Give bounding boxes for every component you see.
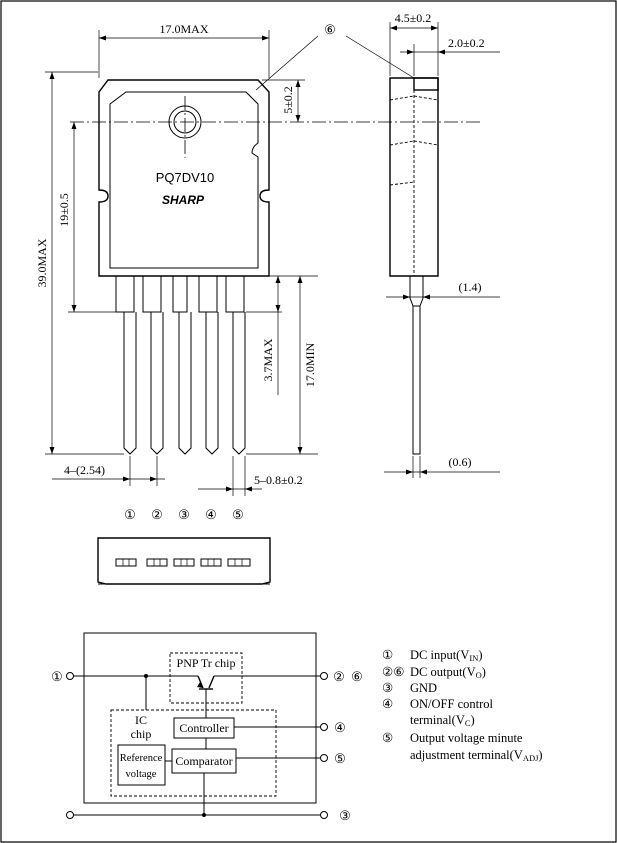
pin-legend: ① DC input(VIN) ②⑥ DC output(VO) ③ GND ④ ON/OFF…: [382, 648, 543, 763]
reference-label-1: Reference: [120, 753, 163, 764]
ic-label-2: chip: [131, 727, 152, 741]
side-dimensions: 4.5±0.2 2.0±0.2 (1.4) (0.6): [384, 11, 500, 478]
mounting-hole-inner: [173, 110, 197, 134]
outer-package-box: [83, 632, 317, 804]
ic-chip-box: [110, 709, 277, 797]
part-number-label: PQ7DV10: [156, 170, 215, 185]
legend-text-5: Output voltage minute: [410, 731, 523, 745]
dim-lead-width: 5–0.8±0.2: [254, 473, 303, 487]
legend-text-1: DC output(VO): [410, 665, 486, 680]
lead-2-shoulder: [142, 275, 162, 313]
legend-text-0: DC input(VIN): [410, 648, 483, 663]
terminal-in-circle: [66, 672, 74, 680]
leads: [115, 275, 246, 455]
lead-4-shoulder: [198, 275, 218, 313]
dim-lead-pitch: 4–(2.54): [64, 463, 105, 477]
terminal-4-circle: [320, 723, 328, 731]
lead-4: [205, 312, 219, 455]
reference-voltage-box: [117, 744, 166, 786]
dim-lead-length: 17.0MIN: [303, 343, 317, 388]
lead-5-shoulder: [225, 275, 245, 313]
pin-number-2: ②: [151, 507, 163, 522]
dim-hole-pitch: 19±0.5: [57, 193, 71, 227]
terminal-out-label-a: ②: [333, 669, 345, 684]
legend-text-4: terminal(VC): [410, 713, 475, 728]
legend-number-3: ④: [382, 697, 393, 711]
legend-text-3: ON/OFF control: [410, 697, 494, 711]
side-tab: [413, 77, 439, 91]
side-lead: [409, 276, 424, 455]
legend-number-0: ①: [382, 648, 393, 662]
dim-width: 17.0MAX: [159, 22, 208, 36]
lead-1-shoulder: [115, 275, 135, 313]
pin-number-1: ①: [124, 507, 136, 522]
legend-number-5: ⑤: [382, 731, 393, 745]
pin-number-4: ④: [205, 507, 217, 522]
terminal-4-label: ④: [334, 720, 346, 735]
side-view: [389, 77, 439, 455]
terminal-3-circle: [320, 811, 328, 819]
lead-3-shoulder: [172, 275, 188, 313]
controller-label: Controller: [179, 721, 228, 735]
pnp-chip-label: PNP Tr chip: [177, 656, 236, 670]
pin-number-3: ③: [178, 507, 190, 522]
circuit-diagram: Controller Comparator Reference voltage …: [51, 632, 363, 823]
front-view: PQ7DV10 SHARP: [70, 79, 480, 455]
controller-box: [173, 717, 235, 739]
legend-text-6: adjustment terminal(VADJ): [410, 748, 543, 763]
terminal-in-label: ①: [51, 669, 63, 684]
dim-height: 39.0MAX: [35, 238, 49, 287]
terminal-5-label: ⑤: [334, 751, 346, 766]
tab-pin-6-label: ⑥: [324, 22, 336, 37]
ic-label-1: IC: [135, 713, 147, 727]
dim-lead-step: 3.7MAX: [261, 338, 275, 381]
dim-side-thickness: 4.5±0.2: [395, 11, 432, 25]
dim-lead-thickness: (0.6): [449, 455, 472, 469]
lead-1: [123, 312, 137, 455]
pin-number-5: ⑤: [232, 507, 244, 522]
dim-hole-offset: 5±0.2: [281, 86, 295, 114]
dim-tab-thickness: 2.0±0.2: [448, 36, 485, 50]
pin-numbers: ① ② ③ ④ ⑤: [124, 507, 244, 522]
terminal-3-label: ③: [339, 808, 351, 823]
reference-label-2: voltage: [126, 769, 157, 780]
comparator-label: Comparator: [175, 754, 232, 768]
lead-3: [178, 312, 192, 455]
ground-left-circle: [66, 811, 74, 819]
sharp-logo: SHARP: [162, 193, 205, 207]
dim-side-lead-offset: (1.4): [459, 280, 482, 294]
front-dimensions: 17.0MAX 39.0MAX 19±0.5 5±0.2 ⑥ 17.0MIN 3: [35, 22, 415, 496]
lead-5: [232, 312, 246, 455]
terminal-5-circle: [320, 754, 328, 762]
terminal-out-label-b: ⑥: [351, 669, 363, 684]
lead-2: [150, 312, 164, 455]
legend-number-2: ③: [382, 681, 393, 695]
bottom-outline: [97, 537, 271, 585]
bottom-view: [97, 537, 271, 585]
terminal-out-circle: [320, 672, 328, 680]
legend-number-1: ②⑥: [382, 665, 404, 679]
package-inner-outline: [109, 91, 259, 269]
legend-text-2: GND: [410, 681, 437, 695]
